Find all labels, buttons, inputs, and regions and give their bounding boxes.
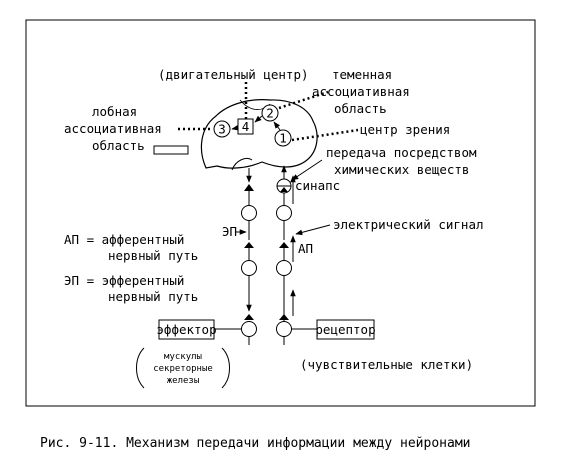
efferent-neuron-2: [241, 260, 257, 276]
synapse-icon: [276, 178, 292, 194]
muscles-label-1: мускулы: [164, 352, 202, 362]
afferent-neuron-2: [276, 260, 292, 276]
muscles-bracket-left: [136, 347, 145, 389]
receptor-neuron: [276, 321, 292, 337]
figure-caption: Рис. 9-11. Механизм передачи информации …: [40, 436, 470, 451]
arrow-2-to-4: [254, 115, 263, 123]
chem-label-1: передача посредством: [326, 145, 477, 160]
parietal-pointer: [278, 90, 329, 110]
parietal-label-2: ассоциативная: [312, 84, 410, 99]
figure-frame: [25, 19, 536, 407]
frontal-area-marker: [153, 145, 189, 155]
svg-text:1: 1: [279, 131, 287, 146]
svg-text:2: 2: [266, 106, 274, 121]
ap-label: АП: [298, 241, 313, 256]
visual-center-label: центр зрения: [360, 122, 450, 137]
afferent-synapse-2: [279, 242, 289, 248]
frontal-label-1: лобная: [92, 104, 137, 119]
svg-text:эффектор: эффектор: [156, 322, 216, 337]
motor-center-label: (двигательный центр): [158, 67, 309, 82]
ap-definition-1: АП = афферентный: [64, 232, 184, 247]
chem-pointer: [291, 159, 323, 181]
arrow-4-to-3: [231, 125, 239, 131]
efferent-synapse-1: [244, 184, 254, 191]
frontal-label-2: ассоциативная: [64, 121, 162, 136]
svg-text:4: 4: [242, 119, 250, 134]
ep-definition-1: ЭП = эфферентный: [64, 273, 184, 288]
svg-text:рецептор: рецептор: [315, 322, 375, 337]
synapse-label: синапс: [295, 178, 340, 193]
parietal-label-3: область: [334, 101, 387, 116]
receptor-box: рецептор: [315, 319, 376, 340]
muscles-bracket-right: [221, 347, 230, 389]
node-1: 1: [274, 129, 292, 147]
arrow-1-to-2: [273, 121, 281, 131]
efferent-synapse-3: [244, 314, 254, 320]
electric-pointer: [295, 224, 331, 236]
effector-box: эффектор: [156, 319, 217, 340]
svg-text:3: 3: [218, 122, 226, 137]
node-3: 3: [213, 120, 231, 138]
effector-neuron: [241, 321, 257, 337]
node-2: 2: [261, 104, 279, 122]
parietal-label-1: теменная: [332, 67, 392, 82]
muscles-label-2: секреторные: [153, 364, 213, 374]
sensitive-cells-label: (чувствительные клетки): [300, 357, 473, 372]
node-4: 4: [237, 118, 254, 135]
afferent-synapse-3: [279, 314, 289, 320]
chem-label-2: химических веществ: [334, 162, 469, 177]
efferent-neuron-1: [241, 205, 257, 221]
muscles-label-3: железы: [167, 376, 200, 386]
ep-label: ЭП: [222, 224, 237, 239]
frontal-label-3: область: [92, 138, 145, 153]
ep-definition-2: нервный путь: [108, 289, 198, 304]
brain-fold: [231, 157, 253, 171]
brain-outline: [200, 99, 318, 169]
electric-signal-label: электрический сигнал: [333, 217, 484, 232]
afferent-neuron-1: [276, 205, 292, 221]
efferent-synapse-2: [244, 242, 254, 248]
visual-center-pointer: [291, 128, 359, 142]
ap-definition-2: нервный путь: [108, 248, 198, 263]
